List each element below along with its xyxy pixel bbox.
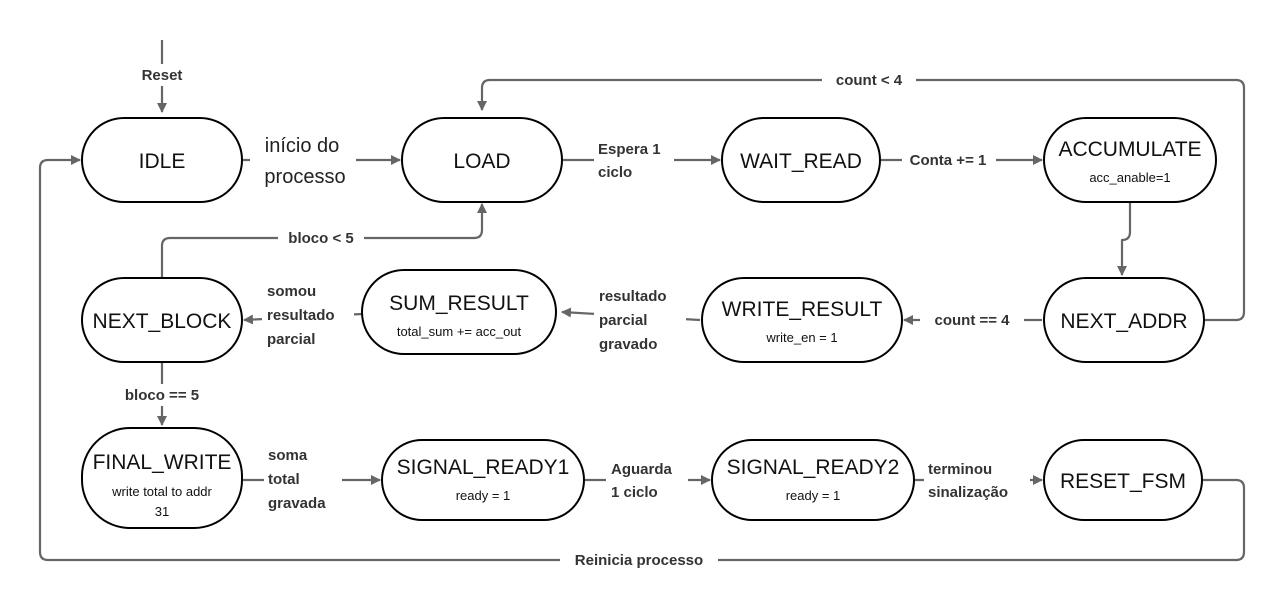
- state-next-block: NEXT_BLOCK: [81, 277, 243, 363]
- label-sig1-sig2-line1: Aguarda: [611, 461, 673, 478]
- label-reset: Reset: [142, 67, 183, 84]
- label-sig2-reset-line2: sinalização: [928, 484, 1008, 501]
- label-sum-next-line3: parcial: [267, 331, 315, 348]
- state-idle-title: IDLE: [139, 150, 186, 173]
- label-load-wait-line2: ciclo: [598, 164, 632, 181]
- state-accumulate-sub: acc_anable=1: [1089, 170, 1170, 185]
- state-signal-ready2: SIGNAL_READY2 ready = 1: [711, 439, 915, 521]
- state-load: LOAD: [401, 117, 563, 203]
- state-write-result: WRITE_RESULT write_en = 1: [701, 277, 903, 363]
- label-write-sum-line3: gravado: [599, 336, 657, 353]
- label-sig1-sig2-line2: 1 ciclo: [611, 484, 658, 501]
- state-accumulate-title: ACCUMULATE: [1058, 138, 1201, 161]
- state-load-title: LOAD: [453, 150, 510, 173]
- label-sig2-reset-line1: terminou: [928, 461, 992, 478]
- state-sum-result-title: SUM_RESULT: [389, 292, 529, 315]
- state-sum-result-sub: total_sum += acc_out: [397, 324, 522, 339]
- label-load-wait-line1: Espera 1: [598, 141, 661, 158]
- label-final-sig1-line2: total: [268, 471, 300, 488]
- state-signal-ready2-title: SIGNAL_READY2: [727, 456, 900, 479]
- label-write-sum-line2: parcial: [599, 312, 647, 329]
- state-next-addr: NEXT_ADDR: [1043, 277, 1205, 363]
- edge-count-lt-4: [477, 78, 1246, 322]
- label-sum-next-line1: somou: [267, 283, 316, 300]
- label-count-eq-4: count == 4: [934, 312, 1010, 329]
- state-signal-ready1-title: SIGNAL_READY1: [397, 456, 570, 479]
- state-next-addr-title: NEXT_ADDR: [1060, 310, 1187, 333]
- label-idle-load-line1: início do: [265, 135, 340, 157]
- label-restart: Reinicia processo: [575, 552, 703, 569]
- state-final-write-sub1: write total to addr: [111, 484, 212, 499]
- state-reset-fsm: RESET_FSM: [1043, 439, 1203, 521]
- state-signal-ready1: SIGNAL_READY1 ready = 1: [381, 439, 585, 521]
- label-idle-load-line2: processo: [264, 166, 345, 188]
- label-final-sig1-line3: gravada: [268, 495, 326, 512]
- label-count-lt-4: count < 4: [836, 72, 903, 89]
- label-write-sum-line1: resultado: [599, 288, 667, 305]
- edge-accumulate-to-next-addr: [1117, 203, 1132, 276]
- state-wait-read-title: WAIT_READ: [740, 150, 862, 173]
- state-reset-fsm-title: RESET_FSM: [1060, 470, 1186, 493]
- label-bloco-eq-5: bloco == 5: [125, 387, 199, 404]
- state-signal-ready1-sub: ready = 1: [456, 488, 511, 503]
- state-final-write: FINAL_WRITE write total to addr 31: [81, 427, 243, 529]
- state-accumulate: ACCUMULATE acc_anable=1: [1043, 117, 1217, 203]
- state-next-block-title: NEXT_BLOCK: [93, 310, 232, 333]
- edge-labels: Reset início do processo Espera 1 ciclo …: [112, 64, 1030, 570]
- label-final-sig1-line1: soma: [268, 447, 308, 464]
- state-final-write-sub2: 31: [155, 504, 169, 519]
- state-write-result-sub: write_en = 1: [765, 330, 837, 345]
- state-final-write-title: FINAL_WRITE: [93, 451, 232, 474]
- label-bloco-lt-5: bloco < 5: [288, 230, 353, 247]
- state-idle: IDLE: [81, 117, 243, 203]
- label-conta: Conta += 1: [910, 152, 987, 169]
- state-wait-read: WAIT_READ: [721, 117, 881, 203]
- state-write-result-title: WRITE_RESULT: [722, 298, 883, 321]
- label-sum-next-line2: resultado: [267, 307, 335, 324]
- state-signal-ready2-sub: ready = 1: [786, 488, 841, 503]
- state-sum-result: SUM_RESULT total_sum += acc_out: [361, 269, 557, 355]
